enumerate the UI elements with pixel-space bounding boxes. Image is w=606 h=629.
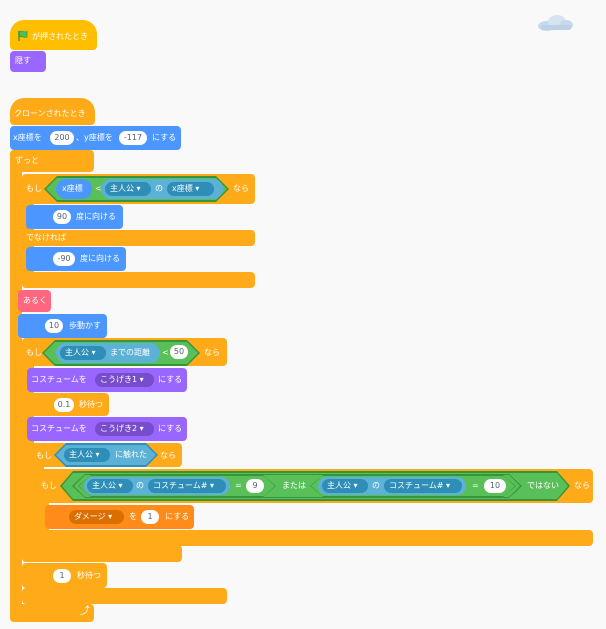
when-flag-clicked-block[interactable]: が押されたとき bbox=[10, 20, 97, 50]
point-direction-block-2[interactable]: -90 度に向ける bbox=[26, 247, 126, 271]
forever-arm bbox=[10, 150, 22, 622]
forever-label: ずっと bbox=[15, 156, 39, 165]
setvar-value-input[interactable]: 1 bbox=[141, 510, 159, 524]
if3-then-label: なら bbox=[160, 451, 176, 460]
wait2-input[interactable]: 1 bbox=[53, 569, 71, 583]
when-clone-starts-block[interactable]: クローンされたとき bbox=[10, 98, 95, 125]
forever-block[interactable] bbox=[10, 150, 94, 172]
clone-hat-label: クローンされたとき bbox=[14, 109, 86, 118]
if4-then-label: なら bbox=[574, 481, 590, 490]
costume2-end-label: にする bbox=[158, 424, 183, 433]
walk-label: あるく bbox=[23, 296, 47, 305]
if4-b-eq-label: = bbox=[472, 481, 479, 490]
costume2-label: コスチュームを bbox=[31, 424, 87, 433]
hide-block[interactable]: 隠す bbox=[10, 51, 46, 72]
costume2-dropdown-label: こうげき2 bbox=[100, 424, 138, 433]
goto-y-input[interactable]: -117 bbox=[119, 131, 147, 145]
costume1-end-label: にする bbox=[158, 375, 183, 384]
switch-costume-block-1[interactable]: コスチュームを こうげき1 ▾ にする bbox=[27, 368, 187, 392]
if1-sprite-dropdown[interactable]: 主人公 ▾ bbox=[105, 182, 151, 196]
if4-a-attr-dropdown[interactable]: コスチューム# ▾ bbox=[148, 479, 226, 493]
if1-else-label: でなければ bbox=[26, 233, 66, 242]
loop-arrow-icon: ⤴ bbox=[80, 606, 90, 617]
variable-dropdown-label: ダメージ bbox=[74, 512, 106, 521]
if4-b-attr-dropdown-label: コスチューム# bbox=[389, 481, 444, 490]
wait1-input[interactable]: 0.1 bbox=[54, 398, 74, 412]
goto-xy-block[interactable]: x座標を 200 、y座標を -117 にする bbox=[10, 126, 181, 150]
goto-x-label: x座標を bbox=[13, 133, 42, 142]
variable-dropdown[interactable]: ダメージ ▾ bbox=[69, 510, 124, 524]
point-direction-block-1[interactable]: 90 度に向ける bbox=[26, 205, 123, 229]
if1-of-label: の bbox=[155, 184, 163, 193]
wait1-label: 秒待つ bbox=[79, 400, 103, 409]
costume2-dropdown[interactable]: こうげき2 ▾ bbox=[95, 422, 154, 436]
if4-not-label: ではない bbox=[527, 481, 559, 490]
setvar-end-label: にする bbox=[165, 512, 190, 521]
costume1-dropdown-label: こうげき1 bbox=[100, 375, 138, 384]
turn2-input[interactable]: -90 bbox=[53, 252, 75, 266]
walk-custom-block[interactable]: あるく bbox=[18, 290, 51, 312]
move-input[interactable]: 10 bbox=[45, 319, 63, 333]
move-steps-block[interactable]: 10 歩動かす bbox=[18, 314, 107, 338]
if3-touching-dropdown-label: 主人公 bbox=[69, 450, 93, 459]
if3-touching-label: に触れた bbox=[115, 450, 147, 459]
if1-x-position-label: x座標 bbox=[62, 184, 83, 193]
if4-a-eq-label: = bbox=[235, 481, 242, 490]
if2-if-label: もし bbox=[26, 348, 42, 357]
if2-then-label: なら bbox=[204, 348, 220, 357]
costume1-label: コスチュームを bbox=[31, 375, 87, 384]
turn2-label: 度に向ける bbox=[80, 254, 120, 263]
if3-if-label: もし bbox=[36, 451, 52, 460]
if4-if-label: もし bbox=[41, 481, 57, 490]
if4-b-sprite-dropdown-label: 主人公 bbox=[327, 481, 351, 490]
wait-block-1[interactable]: 0.1 秒待つ bbox=[27, 393, 109, 416]
green-flag-icon bbox=[18, 30, 28, 41]
if1-then-label: なら bbox=[233, 184, 249, 193]
goto-x-input[interactable]: 200 bbox=[50, 131, 74, 145]
hide-label: 隠す bbox=[15, 56, 31, 65]
if4-or-label: または bbox=[282, 481, 306, 490]
forever-inner-bottom bbox=[22, 588, 227, 604]
turn1-label: 度に向ける bbox=[76, 212, 116, 221]
if-block-4-bottom bbox=[37, 530, 593, 546]
if2-value-input[interactable]: 50 bbox=[170, 345, 188, 359]
wait-block-2[interactable]: 1 秒待つ bbox=[22, 563, 107, 588]
if2-lt-label: < bbox=[162, 348, 169, 357]
costume1-dropdown[interactable]: こうげき1 ▾ bbox=[95, 373, 154, 387]
if4-b-of-label: の bbox=[372, 481, 380, 490]
if4-a-attr-dropdown-label: コスチューム# bbox=[153, 481, 208, 490]
switch-costume-block-2[interactable]: コスチュームを こうげき2 ▾ にする bbox=[27, 417, 187, 441]
if4-a-sprite-dropdown[interactable]: 主人公 ▾ bbox=[87, 479, 133, 493]
goto-end-label: にする bbox=[152, 133, 177, 142]
set-variable-block[interactable]: ダメージ ▾ を 1 にする bbox=[45, 505, 194, 529]
wait2-label: 秒待つ bbox=[77, 571, 101, 580]
if-block-2-bottom bbox=[22, 545, 182, 562]
if4-a-sprite-dropdown-label: 主人公 bbox=[92, 481, 116, 490]
turn1-input[interactable]: 90 bbox=[53, 210, 71, 224]
if-else-1-bottom bbox=[22, 272, 255, 288]
setvar-to-label: を bbox=[129, 512, 137, 521]
if1-sprite-dropdown-label: 主人公 bbox=[110, 184, 134, 193]
if1-attr-dropdown-label: x座標 bbox=[172, 184, 193, 193]
if4-a-of-label: の bbox=[136, 481, 144, 490]
forever-bottom bbox=[10, 604, 94, 622]
if-else-1-mid bbox=[22, 230, 255, 246]
if4-b-value-input[interactable]: 10 bbox=[484, 479, 506, 493]
if1-attr-dropdown[interactable]: x座標 ▾ bbox=[167, 182, 214, 196]
if3-touching-dropdown[interactable]: 主人公 ▾ bbox=[64, 448, 110, 462]
if2-distance-dropdown[interactable]: 主人公 ▾ bbox=[60, 346, 106, 360]
if2-distance-dropdown-label: 主人公 bbox=[65, 348, 89, 357]
if1-x-position-reporter[interactable] bbox=[56, 179, 92, 199]
if4-a-value-input[interactable]: 9 bbox=[246, 479, 264, 493]
goto-y-label: 、y座標を bbox=[76, 133, 113, 142]
if4-b-attr-dropdown[interactable]: コスチューム# ▾ bbox=[384, 479, 462, 493]
if2-distance-label: までの距離 bbox=[110, 348, 150, 357]
sprite-thumbnail-icon[interactable] bbox=[535, 14, 575, 32]
if1-if-label: もし bbox=[26, 184, 42, 193]
move-label: 歩動かす bbox=[69, 321, 101, 330]
if1-lt-label: < bbox=[95, 184, 102, 193]
hat-label: が押されたとき bbox=[32, 32, 88, 41]
if4-b-sprite-dropdown[interactable]: 主人公 ▾ bbox=[322, 479, 368, 493]
